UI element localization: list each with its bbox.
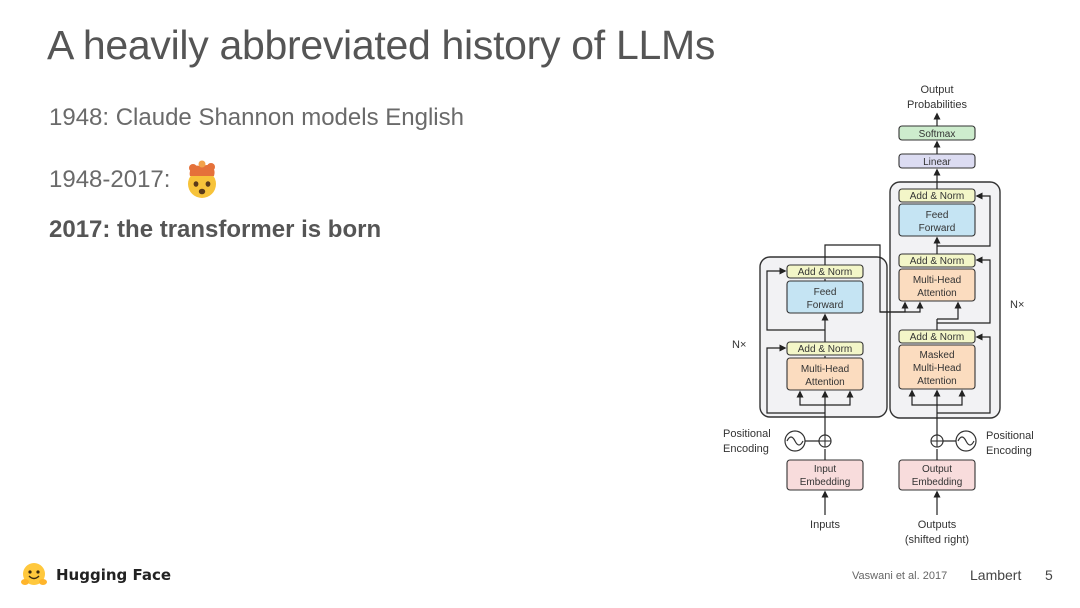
encoder-positional-label-1: Positional	[723, 428, 771, 440]
bullet-shannon: 1948: Claude Shannon models English	[49, 104, 464, 131]
encoder-feed-forward-label-2: Forward	[807, 300, 844, 311]
bullet-transformer: 2017: the transformer is born	[49, 216, 382, 243]
slide-title: A heavily abbreviated history of LLMs	[47, 22, 716, 68]
decoder-feed-forward-label-1: Feed	[926, 210, 949, 221]
output-probabilities-label-2: Probabilities	[907, 99, 967, 111]
decoder-masked-attention-label-2: Multi-Head	[913, 363, 961, 374]
decoder-cross-attention	[898, 268, 976, 302]
encoder-feed-forward-label-1: Feed	[814, 287, 837, 298]
decoder-add-norm-1-label: Add & Norm	[910, 332, 964, 343]
encoder-add-norm-2-label: Add & Norm	[798, 267, 852, 278]
encoder-attention-label-2: Attention	[805, 377, 844, 388]
input-embedding-label-2: Embedding	[800, 477, 851, 488]
hugging-face-emoji-icon	[21, 563, 47, 585]
decoder-cross-attention-label-1: Multi-Head	[913, 275, 961, 286]
page-number: 5	[1045, 567, 1053, 583]
encoder-positional-sine-icon	[784, 430, 806, 452]
output-embedding-label-1: Output	[922, 464, 952, 475]
author-name: Lambert	[970, 567, 1022, 583]
encoder-add-icon	[818, 434, 832, 448]
decoder-add-norm-3-label: Add & Norm	[910, 191, 964, 202]
decoder-positional-label-2: Encoding	[986, 445, 1032, 457]
encoder-nx-label: N×	[732, 339, 746, 351]
exploding-head-emoji-icon	[188, 160, 217, 198]
diagram-connections	[766, 112, 991, 515]
decoder-feed-forward-label-2: Forward	[919, 223, 956, 234]
bullet-1948-2017-text: 1948-2017:	[49, 166, 171, 193]
citation: Vaswani et al. 2017	[852, 570, 948, 582]
encoder-positional-label-2: Encoding	[723, 443, 769, 455]
decoder-positional-sine-icon	[955, 430, 977, 452]
decoder-add-norm-2-label: Add & Norm	[910, 256, 964, 267]
encoder-attention-label-1: Multi-Head	[801, 364, 849, 375]
outputs-label-1: Outputs	[918, 519, 957, 531]
decoder-add-icon	[930, 434, 944, 448]
decoder-masked-attention-label-3: Attention	[917, 376, 956, 387]
hugging-face-logo: Hugging Face	[20, 562, 171, 588]
inputs-label: Inputs	[810, 519, 840, 531]
softmax-label: Softmax	[919, 129, 956, 140]
bullet-1948-2017: 1948-2017:	[49, 160, 222, 200]
decoder-cross-attention-label-2: Attention	[917, 288, 956, 299]
input-embedding-label-1: Input	[814, 464, 836, 475]
brand-name: Hugging Face	[56, 566, 172, 584]
decoder-masked-attention-label-1: Masked	[919, 350, 954, 361]
linear-label: Linear	[923, 157, 951, 168]
decoder-nx-label: N×	[1010, 299, 1024, 311]
decoder-positional-label-1: Positional	[986, 430, 1034, 442]
outputs-label-2: (shifted right)	[905, 534, 969, 546]
encoder-add-norm-1-label: Add & Norm	[798, 344, 852, 355]
decoder-masked-attention	[898, 344, 976, 390]
output-probabilities-label: Output	[920, 84, 953, 96]
output-embedding-label-2: Embedding	[912, 477, 963, 488]
decoder-feed-forward	[898, 203, 976, 237]
